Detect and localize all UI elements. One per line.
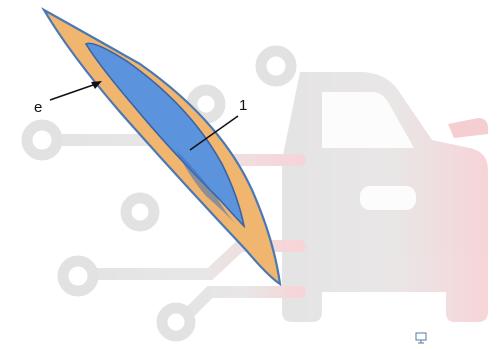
- small-monitor-icon: [415, 332, 427, 344]
- car-window: [322, 92, 414, 148]
- callout-e-arrowhead: [91, 81, 102, 89]
- node-2: [186, 84, 226, 124]
- outer-layer-shape: [40, 7, 282, 287]
- inner-core-shade: [176, 150, 236, 224]
- node-6: [156, 302, 196, 342]
- callout-1: 1: [189, 97, 247, 151]
- node-3: [21, 119, 63, 161]
- callout-e: e: [34, 81, 102, 116]
- trace-6: [178, 286, 306, 324]
- car-mirror: [448, 118, 488, 138]
- node-1: [255, 45, 297, 87]
- car-headlight: [360, 186, 416, 210]
- node-5: [57, 255, 99, 297]
- blade-cross-section: [40, 7, 282, 287]
- node-4: [120, 192, 160, 232]
- callout-1-line: [189, 115, 239, 151]
- callout-1-label: 1: [239, 97, 247, 114]
- callout-e-label: e: [34, 99, 42, 116]
- callout-e-line: [49, 83, 97, 101]
- circuit-car-watermark-icon: [21, 45, 488, 342]
- inner-core-shape: [84, 42, 246, 229]
